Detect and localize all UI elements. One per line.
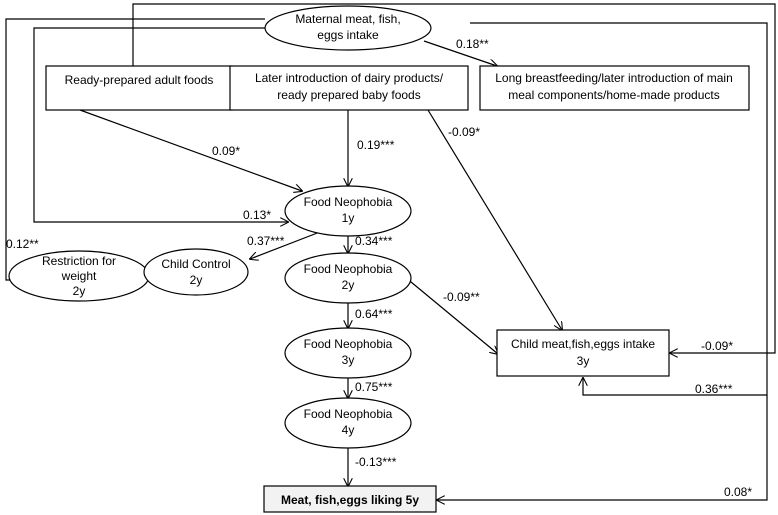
label-dairy-fn1: 0.19*** <box>357 138 395 152</box>
node-maternal-line1: Maternal meat, fish, <box>295 12 400 26</box>
edge-ready-frame <box>132 3 776 353</box>
edge-ready-fn1 <box>79 109 302 191</box>
node-fn4-line2: 4y <box>342 423 355 437</box>
edge-maternal-fn1 <box>33 27 288 222</box>
edge-dairy-child <box>427 109 562 330</box>
node-long-breast: Long breastfeeding/later introduction of… <box>479 65 750 111</box>
node-restriction-line2: weight <box>61 269 97 283</box>
node-later-dairy: Later introduction of dairy products/ re… <box>229 65 469 111</box>
label-fn3-fn4: 0.75*** <box>355 380 393 394</box>
label-fn2-child: -0.09** <box>443 290 480 304</box>
node-restriction: Restriction for weight 2y <box>8 250 150 302</box>
connectors <box>5 3 776 500</box>
node-child-meat: Child meat,fish,eggs intake 3y <box>496 329 670 377</box>
node-maternal: Maternal meat, fish, eggs intake <box>264 5 432 51</box>
node-later-dairy-line2: ready prepared baby foods <box>277 88 420 102</box>
label-maternal-long: 0.18** <box>456 37 489 51</box>
node-child-control-line1: Child Control <box>161 257 230 271</box>
node-liking-line1: Meat, fish,eggs liking 5y <box>281 493 419 507</box>
node-child-meat-line2: 3y <box>577 354 590 368</box>
node-child-control-line2: 2y <box>190 273 203 287</box>
label-ready-fn1: 0.09* <box>212 144 240 158</box>
edge-maternal-liking <box>437 395 768 500</box>
node-liking: Meat, fish,eggs liking 5y <box>263 485 437 513</box>
node-fn4: Food Neophobia 4y <box>284 397 412 449</box>
label-fn1-fn2: 0.34*** <box>355 234 393 248</box>
node-fn3-line2: 3y <box>342 353 355 367</box>
node-fn1: Food Neophobia 1y <box>284 185 412 237</box>
node-fn2: Food Neophobia 2y <box>284 252 412 304</box>
label-fn2-fn3: 0.64*** <box>355 307 393 321</box>
node-maternal-line2: eggs intake <box>317 28 379 42</box>
node-fn2-line2: 2y <box>342 278 355 292</box>
label-maternal-restriction: 0.12** <box>6 237 39 251</box>
node-child-meat-line1: Child meat,fish,eggs intake <box>511 337 655 351</box>
node-fn3: Food Neophobia 3y <box>284 327 412 379</box>
node-fn3-line1: Food Neophobia <box>304 337 393 351</box>
label-maternal-child: 0.36*** <box>695 382 733 396</box>
node-fn1-line1: Food Neophobia <box>304 195 393 209</box>
node-later-dairy-line1: Later introduction of dairy products/ <box>255 71 444 85</box>
edge-fn1-control <box>250 229 326 259</box>
label-long-child: -0.09* <box>701 339 733 353</box>
node-long-breast-line1: Long breastfeeding/later introduction of… <box>495 71 733 85</box>
label-dairy-child: -0.09* <box>448 125 480 139</box>
node-fn4-line1: Food Neophobia <box>304 407 393 421</box>
node-child-control: Child Control 2y <box>143 248 249 296</box>
node-ready-adult-line1: Ready-prepared adult foods <box>65 73 214 87</box>
edge-fn2-child <box>404 276 498 354</box>
label-fn4-liking: -0.13*** <box>355 455 397 469</box>
node-fn1-line2: 1y <box>342 211 355 225</box>
node-ready-adult: Ready-prepared adult foods <box>45 65 233 111</box>
node-long-breast-line2: meal components/home-made products <box>508 88 719 102</box>
label-maternal-liking: 0.08* <box>724 485 752 499</box>
label-maternal-fn1: 0.13* <box>243 208 271 222</box>
edge-labels: 0.18** 0.09* 0.19*** -0.09* 0.13* 0.12**… <box>6 37 752 499</box>
node-restriction-line3: 2y <box>73 284 86 298</box>
node-restriction-line1: Restriction for <box>42 254 116 268</box>
edge-maternal-long <box>423 40 497 66</box>
label-fn1-control: 0.37*** <box>247 234 285 248</box>
node-fn2-line1: Food Neophobia <box>304 262 393 276</box>
